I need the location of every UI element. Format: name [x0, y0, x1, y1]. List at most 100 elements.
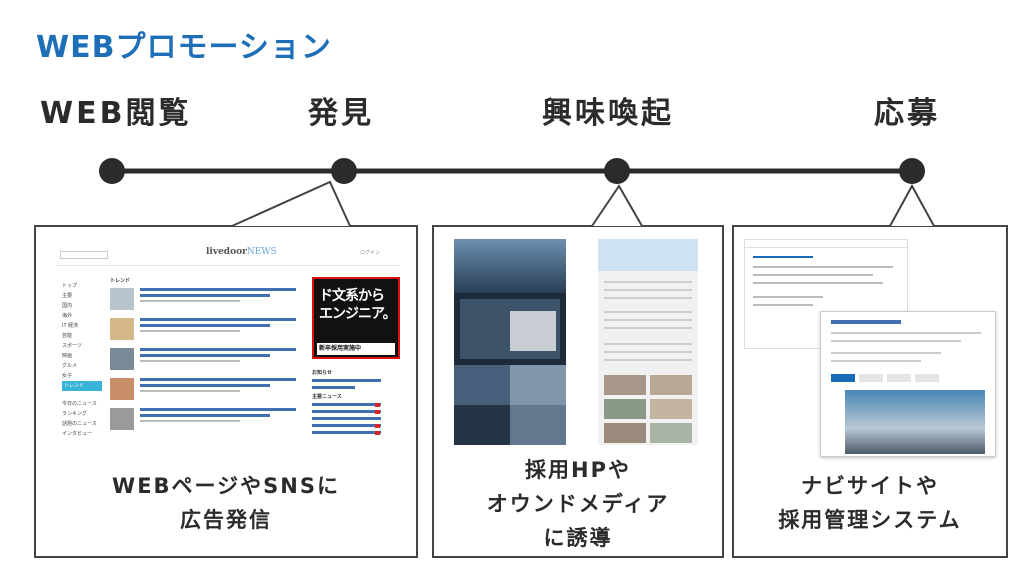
mock-link-line	[312, 386, 355, 389]
mock-city-photo	[845, 390, 985, 454]
mock-image-tile	[454, 405, 510, 445]
callout-pointer-3	[889, 183, 935, 227]
panel-caption-recruit: 採用HPや オウンドメディア に誘導	[486, 458, 670, 550]
mock-link-line	[312, 424, 381, 427]
mock-banner-ad: ド文系からエンジニア。 新卒採用実施中	[312, 277, 400, 359]
mock-sidebar-item: ランキング	[62, 411, 87, 417]
mock-sidebar: トップ 主要 国内 海外 IT 経済 芸能 スポーツ 映画 グルメ 女子 トレン…	[62, 281, 102, 439]
mock-navi-header	[745, 240, 907, 248]
mock-sidebar-item: 主要	[62, 293, 73, 299]
mock-site-logo: livedoorNEWS	[206, 247, 277, 257]
mock-text-line	[753, 296, 823, 298]
mock-article	[110, 378, 300, 404]
mock-text-line	[831, 332, 981, 334]
panel-navi-site: ナビサイトや 採用管理システム	[732, 225, 1008, 558]
recruit-hp-screenshot	[454, 239, 566, 445]
news-site-screenshot: livedoorNEWS ログイン トップ 主要 国内 海外 IT 経済 芸能 …	[56, 241, 400, 453]
panel-caption-ads: WEBページやSNSに 広告発信	[112, 474, 340, 532]
mock-text-line	[753, 304, 813, 306]
mock-link-line	[312, 410, 381, 413]
mock-date	[140, 360, 240, 362]
mock-article-list: トレンド	[110, 277, 300, 438]
mock-sidebar-item: スポーツ	[62, 343, 82, 349]
mock-text-line	[604, 311, 692, 313]
mock-date	[140, 330, 240, 332]
mock-sidebar-item: 芸能	[62, 333, 73, 339]
mock-media-header	[598, 239, 698, 271]
mock-sidebar-item-active: トレンド	[62, 381, 102, 391]
mock-divider	[56, 265, 400, 266]
owned-media-screenshot	[598, 239, 698, 445]
mock-image-tile	[454, 365, 510, 405]
callout-pointer-2	[591, 184, 643, 227]
mock-sidebar-item: 今日のニュース	[62, 401, 97, 407]
ats-screenshot	[820, 311, 996, 457]
mock-sidebar-item: IT 経済	[62, 323, 79, 329]
mock-headline	[140, 414, 270, 417]
mock-ad-line-1: ド文系から	[319, 288, 385, 304]
mock-headline	[140, 408, 296, 411]
panel-recruit-site: 採用HPや オウンドメディア に誘導	[432, 225, 724, 558]
mock-thumb	[110, 378, 134, 400]
mock-text-line	[604, 351, 692, 353]
mock-headline	[140, 354, 270, 357]
mock-headline	[140, 294, 270, 297]
mock-headline	[140, 324, 270, 327]
mock-ad-band: 新卒採用実施中	[317, 343, 395, 355]
mock-sidebar-item: 映画	[62, 353, 73, 359]
mock-headline	[140, 318, 296, 321]
page-title: WEBプロモーション	[36, 30, 332, 65]
mock-sidebar-item: 海外	[62, 313, 73, 319]
mock-company-title	[831, 320, 901, 324]
mock-hero-image	[454, 239, 566, 293]
mock-ad-line-2: エンジニア。	[319, 306, 397, 322]
mock-right-title: お知らせ	[312, 370, 332, 376]
mock-link-line	[312, 431, 381, 434]
mock-thumb	[110, 348, 134, 370]
mock-tab	[859, 374, 883, 382]
mock-search-box	[60, 251, 108, 259]
mock-image-tile	[510, 365, 566, 405]
mock-text-line	[604, 327, 692, 329]
mock-photo	[604, 375, 646, 395]
mock-text-line	[604, 343, 692, 345]
mock-text-line	[604, 297, 692, 299]
mock-photo	[650, 423, 692, 443]
mock-headline	[140, 348, 296, 351]
mock-tab	[831, 374, 855, 382]
mock-text-line	[604, 359, 692, 361]
mock-sidebar-item: 女子	[62, 373, 73, 379]
mock-thumb	[110, 288, 134, 310]
mock-link-line	[312, 379, 381, 382]
mock-right-column: お知らせ 主要ニュース	[312, 365, 398, 438]
mock-sidebar-item: トップ	[62, 283, 78, 289]
mock-text-line	[831, 352, 941, 354]
stage-label-interest: 興味喚起	[542, 96, 674, 131]
mock-ad-headline: ド文系からエンジニア。	[319, 287, 397, 323]
mock-header-link: ログイン	[359, 250, 380, 256]
mock-text-line	[604, 281, 692, 283]
mock-text-line	[831, 360, 921, 362]
mock-text-line	[831, 340, 961, 342]
mock-text-line	[753, 282, 883, 284]
mock-tab	[915, 374, 939, 382]
mock-headline	[140, 378, 296, 381]
mock-article	[110, 318, 300, 344]
mock-photo	[604, 399, 646, 419]
mock-link-line	[312, 417, 381, 420]
mock-right-title: 主要ニュース	[312, 394, 342, 400]
mock-section-title: トレンド	[110, 278, 131, 284]
mock-text-line	[753, 274, 873, 276]
mock-article	[110, 408, 300, 434]
timeline-node-3	[604, 158, 630, 184]
mock-photo	[650, 399, 692, 419]
mock-sidebar-item: グルメ	[62, 363, 78, 369]
mock-thumb	[110, 318, 134, 340]
mock-logo-main: livedoor	[206, 247, 247, 257]
mock-article	[110, 348, 300, 374]
mock-article	[110, 288, 300, 314]
mock-date	[140, 300, 240, 302]
stage-label-web-browsing: WEB閲覧	[40, 96, 192, 131]
callout-pointer-1	[231, 180, 351, 227]
timeline-node-1	[99, 158, 125, 184]
